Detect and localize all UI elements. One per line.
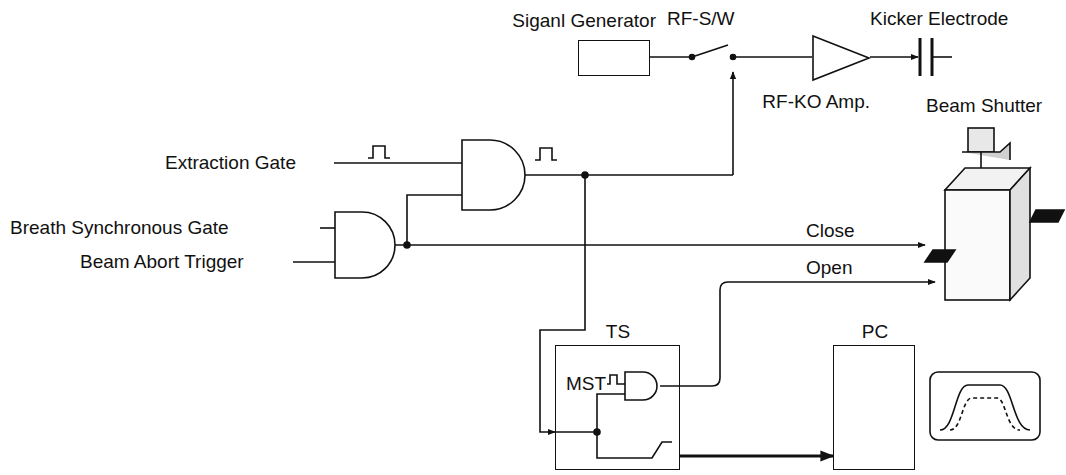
signal-name: Breath Synchronous Gate: [10, 217, 229, 239]
pulse-symbol: [535, 148, 557, 160]
shutter-body: [945, 190, 1010, 300]
waveform-curve: [940, 385, 1030, 430]
pc-box: PC: [833, 345, 915, 470]
beam-pipe: [925, 250, 955, 262]
capacitor-lead: [932, 56, 952, 58]
waveform-icon: [930, 372, 1040, 440]
signal-name: Extraction Gate: [165, 152, 296, 174]
timing-system-box: TS: [555, 345, 680, 470]
kicker-label: Kicker Electrode: [870, 8, 1008, 30]
shutter-actuator: [968, 128, 994, 152]
connector: [680, 455, 833, 458]
signal-wire: [293, 261, 335, 263]
signal-wire: [525, 174, 733, 176]
signal-name: MST: [566, 373, 606, 395]
waveform-curve: [950, 398, 1020, 430]
signal-wire: [870, 56, 918, 58]
connector: [650, 56, 812, 58]
beam-pipe: [1030, 210, 1064, 222]
node-heading: RF-KO Amp.: [762, 91, 870, 113]
amplifier-triangle: RF-KO Amp.: [812, 35, 870, 81]
signal-name: Open: [806, 257, 852, 279]
signal-name: Beam Abort Trigger: [80, 251, 244, 273]
amplifier-symbol: [812, 35, 870, 81]
and-gate: [335, 212, 395, 278]
junction-dot: [594, 429, 600, 435]
generator-box: Siganl Generator: [578, 40, 650, 76]
pulse-symbol: [368, 146, 390, 158]
signal-wire: [334, 162, 462, 164]
shutter-rod: [980, 152, 982, 168]
switch-contact: [731, 55, 736, 60]
amplifier-outline: [813, 36, 869, 80]
shutter-side: [1010, 168, 1030, 300]
signal-wire: [320, 227, 335, 229]
capacitor-plate: [919, 38, 922, 76]
open-wire: [660, 282, 935, 386]
shutter-actuator-top: [962, 143, 1010, 160]
switch-lever: [692, 45, 728, 57]
and-gate: [625, 372, 657, 400]
and-gate: [462, 140, 525, 210]
switch-label: RF-S/W: [667, 8, 735, 30]
node-heading: PC: [862, 321, 888, 343]
node-heading: Siganl Generator: [512, 10, 656, 32]
signal-wire: [407, 195, 462, 245]
node-heading: TS: [606, 321, 630, 343]
close-wire: [395, 244, 925, 246]
signal-name: Close: [806, 220, 855, 242]
ts-internal-wire: [555, 394, 672, 458]
switch-control-wire: [732, 72, 734, 175]
pulse-symbol: [607, 375, 625, 384]
shutter-label: Beam Shutter: [926, 95, 1042, 117]
